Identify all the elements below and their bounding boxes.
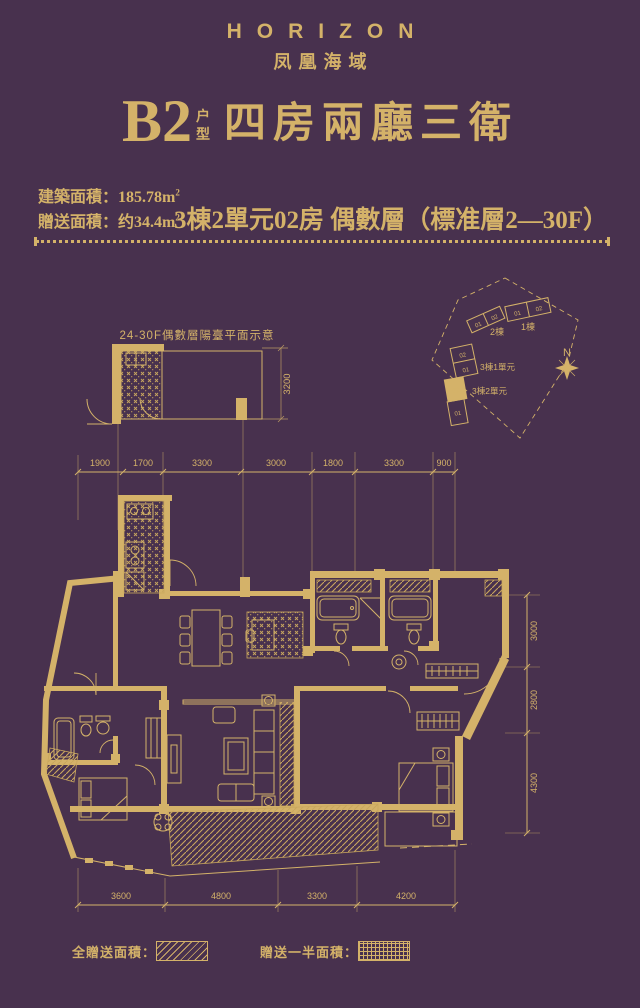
site-building-3u2: 02 01 (443, 376, 469, 427)
bottom-balcony-full-gift-hatch (167, 803, 379, 867)
svg-text:3300: 3300 (384, 458, 404, 468)
site-plan: 01 02 01 02 02 01 02 (431, 277, 579, 439)
svg-text:3000: 3000 (266, 458, 286, 468)
label-building-1: 1棟 (521, 321, 535, 332)
plant (153, 812, 173, 832)
site-building-1: 01 02 (504, 297, 552, 323)
bathtub-2 (388, 595, 432, 621)
svg-text:3300: 3300 (307, 891, 327, 901)
bathtub-1 (316, 595, 360, 621)
label-building-3u2: 3棟2單元 (472, 386, 507, 396)
door-swings (73, 559, 501, 786)
label-building-3u1: 3棟1單元 (480, 362, 515, 372)
suffix-bottom: 型 (196, 127, 210, 143)
balcony-parapets (73, 811, 473, 877)
built-area-line: 建築面積：185.78m2 (38, 187, 180, 206)
svg-text:3300: 3300 (192, 458, 212, 468)
gift-area-line: 贈送面積：约34.4m2 (38, 212, 180, 231)
gift-area-hatches (45, 500, 503, 867)
inset-title: 24-30F偶數層陽臺平面示意 (120, 328, 275, 342)
entry-door (463, 657, 501, 695)
inset-balcony-plan: 24-30F偶數層陽臺平面示意 3 (86, 328, 293, 425)
svg-text:N: N (563, 347, 571, 359)
svg-text:02: 02 (459, 352, 467, 359)
floorplan-drawing: 24-30F偶數層陽臺平面示意 3 (40, 277, 579, 912)
dotted-rule-right-tick (607, 237, 610, 246)
side-balcony-full-gift-hatch (279, 701, 295, 807)
north-compass-icon: N (555, 347, 579, 380)
brand-name-chinese: 凤凰海域 (273, 52, 374, 72)
site-building-2: 01 02 (466, 305, 506, 334)
washer (391, 654, 407, 670)
site-boundary (431, 277, 579, 439)
dim-top: 1900 1700 3300 3000 1800 3300 900 (74, 458, 459, 476)
bed-master (398, 762, 454, 812)
svg-text:02: 02 (491, 314, 500, 322)
toilet-2 (408, 629, 420, 645)
dining-table (191, 609, 221, 667)
svg-text:2800: 2800 (529, 690, 539, 710)
inset-dim-3200: 3200 (282, 373, 293, 394)
toilet-1 (335, 629, 347, 645)
brand-logo: HORIZON (226, 20, 429, 43)
info-bar: 建築面積：185.78m2 贈送面積：约34.4m2 3棟2單元02房 偶數層（… (34, 184, 610, 246)
dim-right: 3000 2800 4300 (523, 591, 539, 837)
fixtures-furniture (53, 503, 479, 832)
svg-text:01: 01 (454, 411, 462, 418)
bathtub-3 (53, 717, 75, 761)
suffix-top: 户 (196, 110, 210, 125)
unit-title: B2 户 型 四房兩廳三衛 (0, 88, 640, 154)
legend-half-gift-swatch (358, 941, 411, 961)
toilet-3 (80, 723, 92, 737)
label-building-2: 2棟 (490, 326, 504, 337)
svg-text:4200: 4200 (396, 891, 416, 901)
apartment-left-exterior-wall (40, 575, 122, 860)
study-half-gift-hatch (246, 611, 304, 659)
svg-text:1700: 1700 (133, 458, 153, 468)
unit-location: 3棟2單元02房 偶數層（標准層2—30F） (173, 207, 608, 234)
svg-text:4800: 4800 (211, 891, 231, 901)
tv-cabinet (166, 734, 182, 784)
unit-code: B2 (121, 88, 192, 154)
svg-text:3600: 3600 (111, 891, 131, 901)
legend-full-gift-swatch (156, 941, 209, 961)
bed-2 (78, 777, 128, 821)
svg-text:02: 02 (452, 387, 461, 395)
svg-text:4300: 4300 (529, 773, 539, 793)
svg-text:1800: 1800 (323, 458, 343, 468)
svg-text:02: 02 (535, 306, 543, 313)
svg-text:01: 01 (462, 367, 470, 374)
unit-code-suffix: 户 型 (196, 109, 210, 144)
dim-bottom: 3600 4800 3300 4200 (74, 891, 459, 909)
dotted-rule-left-tick (34, 237, 37, 246)
svg-text:900: 900 (436, 458, 451, 468)
area-figures: 建築面積：185.78m2 贈送面積：约34.4m2 (38, 186, 180, 236)
site-building-3u1: 02 01 (449, 343, 479, 379)
unit-rooms: 四房兩廳三衛 (224, 101, 519, 147)
svg-text:3000: 3000 (529, 621, 539, 641)
legend: 全贈送面積： 贈送一半面積： (72, 941, 411, 961)
svg-text:1900: 1900 (90, 458, 110, 468)
svg-text:01: 01 (474, 321, 483, 329)
legend-half-gift-label: 贈送一半面積： (260, 944, 359, 960)
svg-text:01: 01 (514, 310, 522, 317)
legend-full-gift-label: 全贈送面積： (72, 944, 157, 960)
